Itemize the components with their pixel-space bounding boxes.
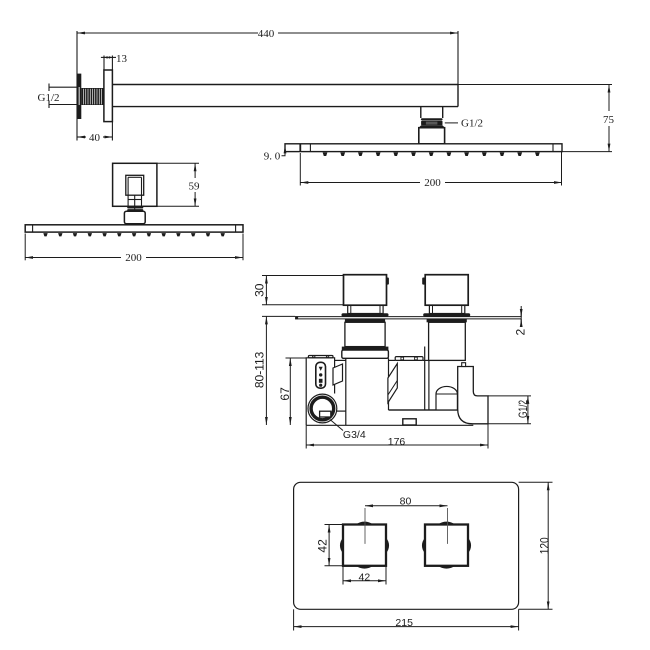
svg-text:30: 30 [253,283,267,297]
svg-text:59: 59 [189,181,201,193]
svg-text:200: 200 [424,177,441,189]
svg-text:75: 75 [603,114,615,126]
svg-text:176: 176 [388,436,406,448]
svg-text:200: 200 [125,252,142,264]
svg-text:G3/4: G3/4 [343,429,366,441]
svg-text:G1/2: G1/2 [516,400,530,418]
svg-text:G1/2: G1/2 [38,92,60,104]
svg-text:215: 215 [395,617,413,629]
svg-text:13: 13 [116,53,128,65]
svg-text:9. 0: 9. 0 [264,151,281,163]
svg-text:G1/2: G1/2 [461,118,483,130]
svg-text:40: 40 [89,132,101,144]
svg-text:42: 42 [316,539,330,553]
svg-text:80-113: 80-113 [253,351,267,388]
svg-text:120: 120 [538,537,552,554]
svg-text:67: 67 [278,387,292,401]
svg-text:2: 2 [513,329,527,336]
svg-text:440: 440 [258,28,275,40]
svg-text:80: 80 [400,496,412,508]
svg-text:42: 42 [359,571,371,583]
